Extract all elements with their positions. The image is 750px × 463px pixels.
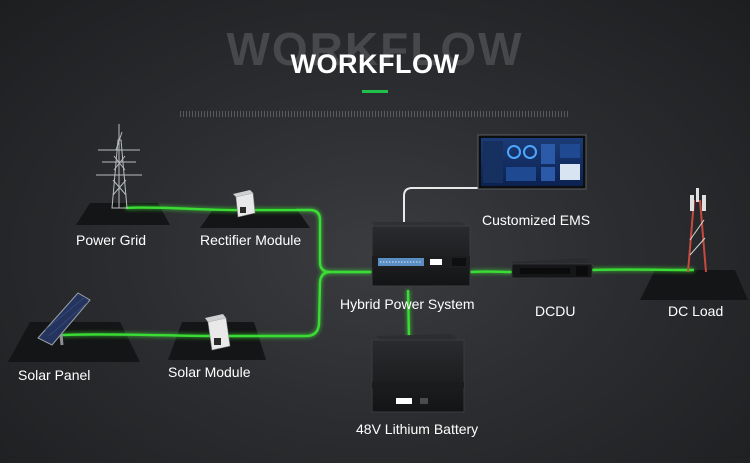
ems-data-line [403, 187, 524, 226]
title-shadow: WORKFLOW [226, 23, 524, 75]
label-customized-ems: Customized EMS [482, 212, 591, 228]
platform-solar-panel [8, 322, 140, 362]
platforms [8, 203, 748, 362]
dc-load-tower [687, 188, 707, 273]
label-solar-panel: Solar Panel [18, 367, 91, 383]
flow-line-grid [125, 206, 239, 212]
label-rectifier-module: Rectifier Module [200, 232, 302, 248]
flow-line-solar [61, 333, 213, 338]
label-dc-load: DC Load [668, 303, 724, 319]
rectifier-module-device [233, 190, 256, 218]
platform-power-grid [76, 203, 170, 225]
flow-line-battery [406, 289, 411, 341]
label-dcdu: DCDU [535, 303, 576, 319]
dcdu-device [511, 258, 594, 279]
power-flow-lines [61, 206, 695, 341]
label-power-grid: Power Grid [76, 232, 147, 248]
platform-rectifier [200, 208, 310, 228]
flow-line-solar-module [228, 270, 331, 338]
ems-monitor-device [477, 134, 587, 190]
hybrid-power-system-device [371, 222, 471, 287]
page-title: WORKFLOW [290, 49, 460, 79]
battery-device [371, 334, 465, 413]
title-underline [362, 90, 388, 93]
label-hybrid-power-system: Hybrid Power System [340, 296, 475, 312]
power-grid-tower [96, 124, 142, 209]
label-battery: 48V Lithium Battery [356, 421, 479, 437]
solar-module-device [205, 314, 231, 351]
label-solar-module: Solar Module [168, 364, 251, 380]
platform-dc-load [640, 270, 748, 300]
decorative-hatch [180, 111, 570, 117]
solar-panel-device [37, 292, 91, 346]
